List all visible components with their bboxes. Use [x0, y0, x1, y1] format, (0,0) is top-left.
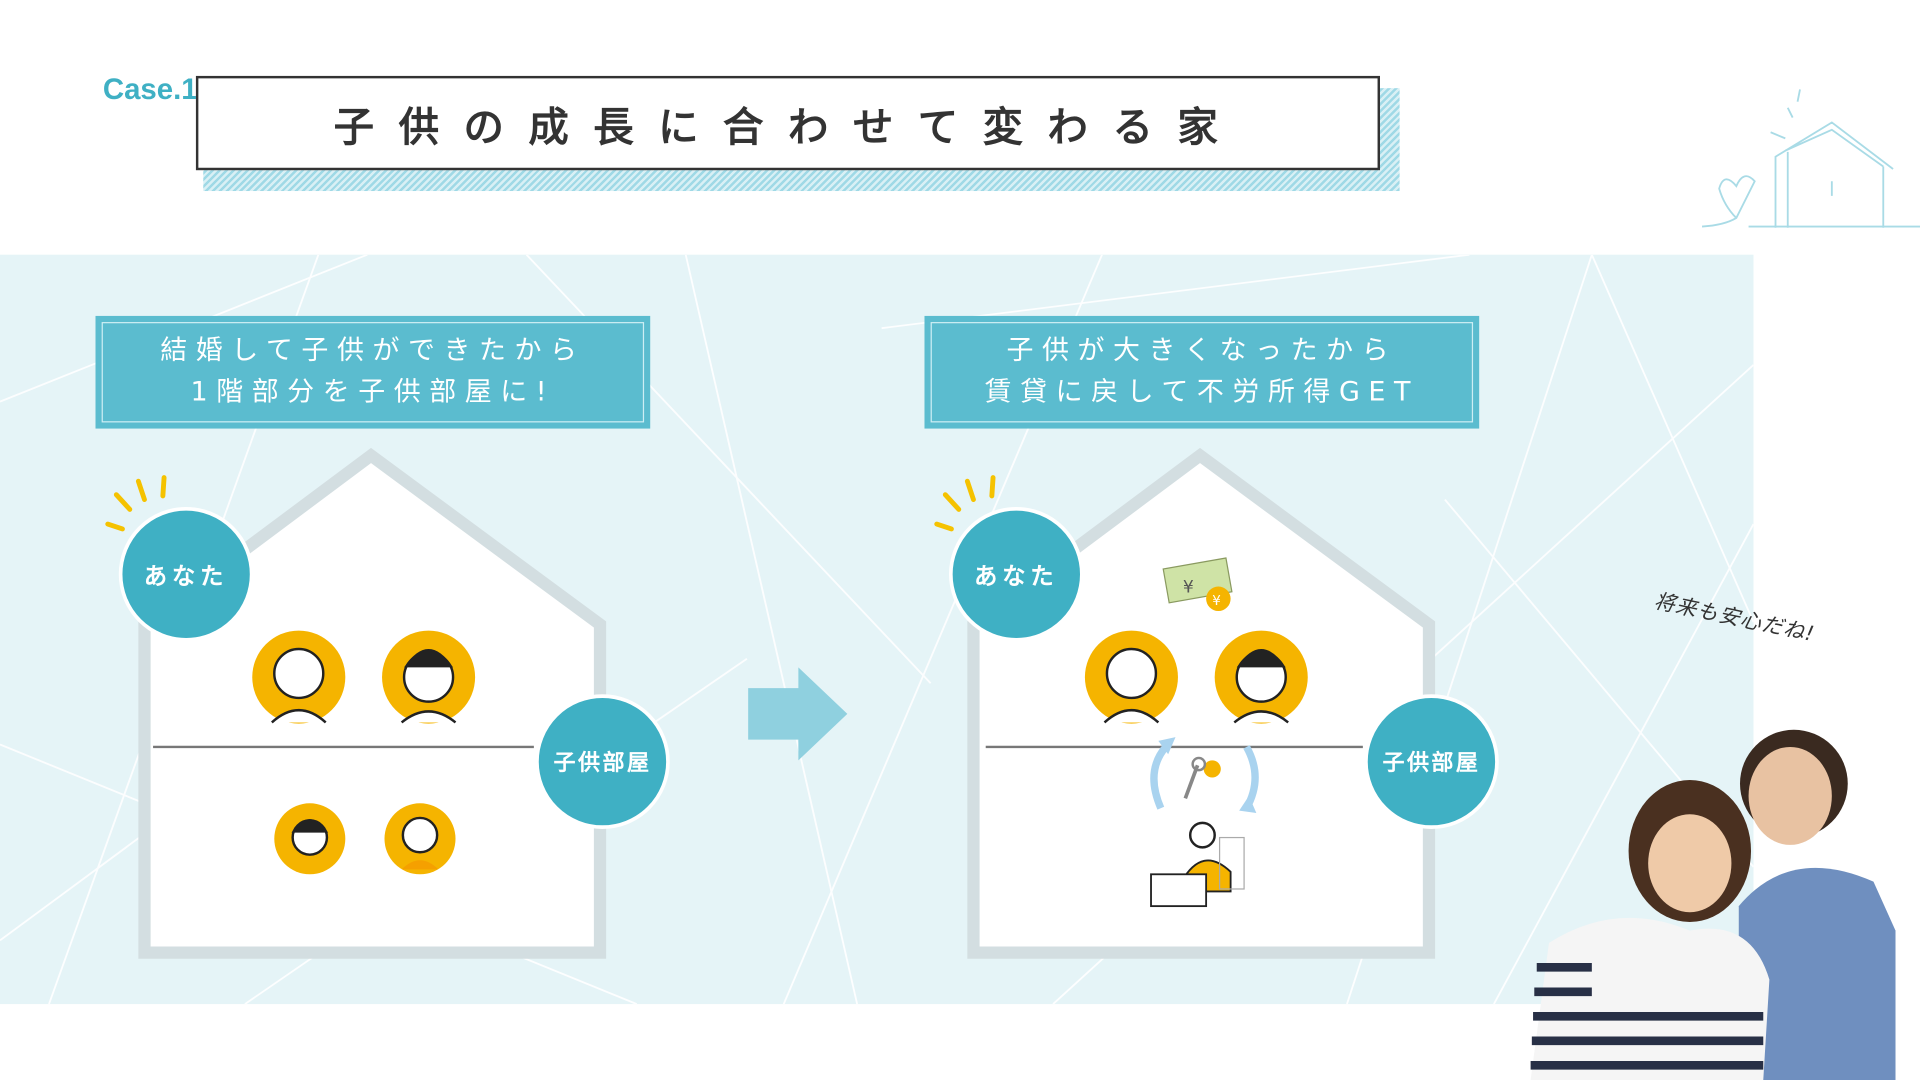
page-title: 子供の成長に合わせて変わる家	[333, 102, 1243, 151]
avatar-mother	[1084, 630, 1178, 724]
caption-line: 結婚して子供ができたから	[160, 335, 586, 367]
house-after	[967, 447, 1436, 959]
person-laptop-icon	[1150, 821, 1245, 908]
svg-text:¥: ¥	[1212, 594, 1221, 609]
avatar-mother	[252, 630, 346, 724]
bubble-kids-room: 子供部屋	[535, 694, 670, 829]
avatar-father	[1214, 630, 1308, 724]
before-caption: 結婚して子供ができたから 1階部分を子供部屋に!	[95, 315, 651, 429]
money-icon: ¥¥	[1162, 557, 1233, 612]
house-before	[138, 447, 607, 959]
svg-text:¥: ¥	[1183, 578, 1194, 598]
title-box: 子供の成長に合わせて変わる家	[195, 75, 1381, 171]
caption-line: 1階部分を子供部屋に!	[190, 377, 556, 408]
bubble-you: あなた	[948, 506, 1084, 642]
house-doodle-icon	[1701, 89, 1920, 228]
caption-line: 子供が大きくなったから	[1006, 335, 1398, 367]
bubble-you: あなた	[118, 506, 254, 642]
avatar-father	[382, 630, 476, 724]
couple-photo	[1530, 729, 1896, 1080]
after-caption: 子供が大きくなったから賃貸に戻して不労所得GET	[924, 315, 1480, 429]
right-arrow-icon	[748, 667, 848, 761]
bubble-kids-room: 子供部屋	[1364, 694, 1499, 829]
avatar-daughter	[384, 803, 456, 875]
case-label: Case.1	[102, 73, 198, 107]
caption-line: 賃貸に戻して不労所得GET	[984, 377, 1420, 408]
avatar-son	[274, 803, 346, 875]
sparkle-icon	[105, 475, 996, 532]
keys-icon	[1183, 756, 1221, 800]
